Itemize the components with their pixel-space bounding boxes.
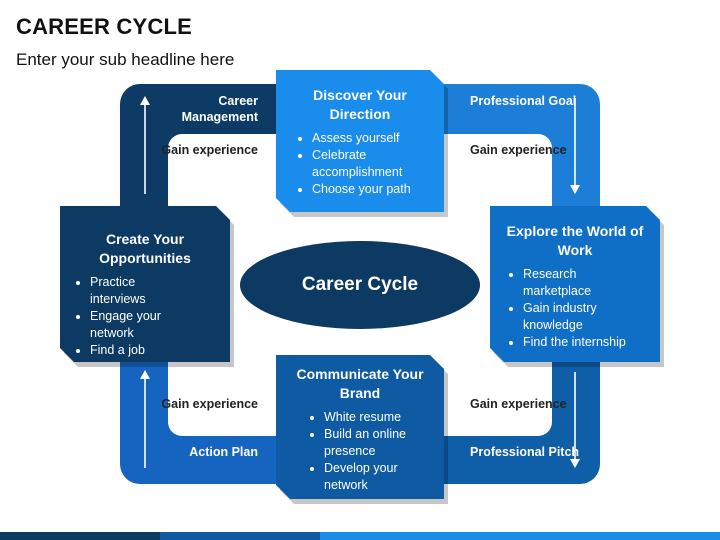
- card-bullet: Practice interviews: [90, 274, 190, 308]
- card-bullet: Engage your network: [90, 308, 190, 342]
- card-explore-world-of-work: Explore the World of Work Research marke…: [490, 206, 660, 362]
- card-discover-direction: Discover Your Direction Assess yourself …: [276, 70, 444, 212]
- card-bullet: Choose your path: [312, 181, 444, 198]
- gain-experience-label: Gain experience: [470, 397, 567, 411]
- gain-experience-label: Gain experience: [470, 143, 567, 157]
- footer-color-bar: [0, 532, 720, 540]
- card-bullet: Assess yourself: [312, 130, 444, 147]
- card-bullet-list: Research marketplace Gain industry knowl…: [490, 266, 646, 351]
- card-title: Discover Your Direction: [313, 87, 407, 122]
- card-title: Communicate Your Brand: [296, 366, 424, 401]
- page-subtitle: Enter your sub headline here: [16, 50, 235, 69]
- card-bullet: Find a job: [90, 342, 190, 359]
- center-ellipse: Career Cycle: [240, 241, 480, 329]
- card-bullet-list: Assess yourself Celebrate accomplishment…: [276, 130, 444, 198]
- card-bullet: Gain industry knowledge: [523, 300, 646, 334]
- footer-bar-segment: [320, 532, 720, 540]
- gain-experience-label: Gain experience: [161, 397, 258, 411]
- ring-label-career-management: Career Management: [181, 94, 258, 124]
- card-bullet-list: Practice interviews Engage your network …: [60, 274, 190, 359]
- ring-label-action-plan: Action Plan: [189, 445, 258, 459]
- ring-label-professional-goal: Professional Goal: [470, 94, 577, 108]
- page-title: CAREER CYCLE: [16, 14, 192, 39]
- card-bullet: Build an online presence: [324, 426, 422, 460]
- footer-bar-segment: [0, 532, 160, 540]
- down-arrow-icon: [570, 98, 580, 194]
- card-bullet: Research marketplace: [523, 266, 646, 300]
- gain-experience-label: Gain experience: [161, 143, 258, 157]
- card-title: Explore the World of Work: [506, 223, 644, 258]
- card-bullet: White resume: [324, 409, 422, 426]
- ring-label-professional-pitch: Professional Pitch: [470, 445, 580, 459]
- card-communicate-brand: Communicate Your Brand White resume Buil…: [276, 355, 444, 499]
- down-arrow-icon: [570, 372, 580, 468]
- footer-bar-segment: [160, 532, 320, 540]
- card-bullet: Develop your network: [324, 460, 422, 494]
- card-bullet: Celebrate accomplishment: [312, 147, 444, 181]
- up-arrow-icon: [140, 370, 150, 468]
- up-arrow-icon: [140, 96, 150, 194]
- card-bullet-list: White resume Build an online presence De…: [276, 409, 422, 494]
- card-bullet: Find the internship: [523, 334, 646, 351]
- card-title: Create Your Opportunities: [99, 231, 191, 266]
- card-create-opportunities: Create Your Opportunities Practice inter…: [60, 206, 230, 362]
